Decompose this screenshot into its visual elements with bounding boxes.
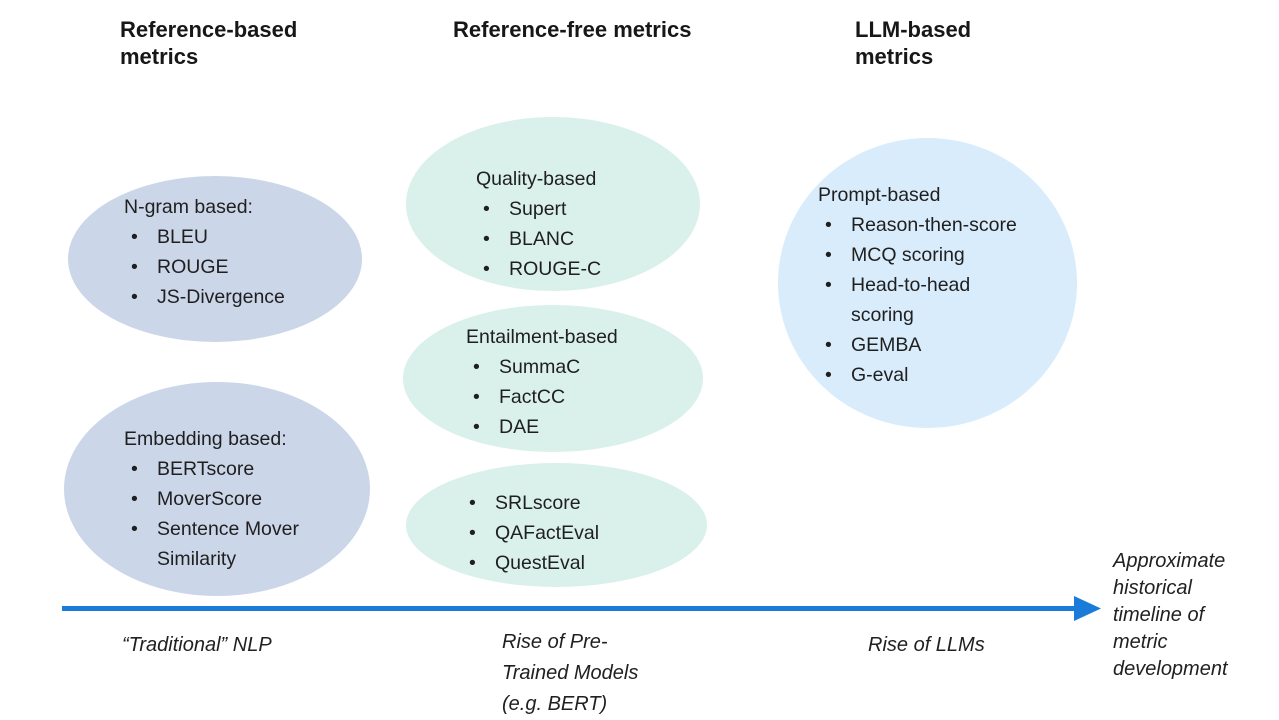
metric-item: JS-Divergence [124, 282, 354, 312]
group-entailment-based: Entailment-based SummaC FactCC DAE [466, 322, 696, 442]
metric-item: QAFactEval [462, 518, 692, 548]
arrow-line [62, 606, 1078, 611]
metric-list: BLEU ROUGE JS-Divergence [124, 222, 354, 312]
group-title: N-gram based: [124, 196, 253, 218]
metric-item: MCQ scoring [818, 240, 1058, 270]
metric-item: QuestEval [462, 548, 692, 578]
group-title: Entailment-based [466, 326, 618, 348]
metric-item: DAE [466, 412, 696, 442]
metric-list: BERTscore MoverScore Sentence Mover Simi… [124, 454, 370, 574]
metric-item: G-eval [818, 360, 1058, 390]
group-title: Prompt-based [818, 184, 941, 206]
metric-item: ROUGE [124, 252, 354, 282]
metric-item: MoverScore [124, 484, 370, 514]
era-label-rise-of-llms: Rise of LLMs [868, 634, 985, 656]
timeline-arrowhead-icon [1074, 596, 1101, 621]
group-embedding-based: Embedding based: BERTscore MoverScore Se… [124, 424, 370, 574]
metric-list: Reason-then-score MCQ scoring Head-to-he… [818, 210, 1058, 390]
group-title: Quality-based [476, 168, 597, 190]
metric-item: BERTscore [124, 454, 370, 484]
era-label-traditional-nlp: “Traditional” NLP [122, 634, 272, 656]
era-label-pretrained-models: Rise of Pre- Trained Models (e.g. BERT) [502, 631, 639, 715]
group-qa-based: SRLscore QAFactEval QuestEval [462, 488, 692, 578]
metric-item: SRLscore [462, 488, 692, 518]
metric-item: Head-to-head scoring [818, 270, 1058, 330]
group-prompt-based: Prompt-based Reason-then-score MCQ scori… [818, 180, 1058, 390]
metric-item: BLANC [476, 224, 696, 254]
metric-item: Supert [476, 194, 696, 224]
column-header-reference-based: Reference-based metrics [120, 17, 298, 69]
column-header-llm-based: LLM-based metrics [855, 17, 972, 69]
timeline-caption: Approximate historical timeline of metri… [1113, 550, 1228, 680]
metric-item: Sentence Mover Similarity [124, 514, 370, 574]
metric-item: Reason-then-score [818, 210, 1058, 240]
timeline-arrow [62, 596, 1101, 621]
group-ngram-based: N-gram based: BLEU ROUGE JS-Divergence [124, 192, 354, 312]
metric-item: GEMBA [818, 330, 1058, 360]
metric-item: BLEU [124, 222, 354, 252]
metric-item: FactCC [466, 382, 696, 412]
group-quality-based: Quality-based Supert BLANC ROUGE-C [476, 164, 696, 284]
group-title: Embedding based: [124, 428, 287, 450]
metric-list: SRLscore QAFactEval QuestEval [462, 488, 692, 578]
metric-list: SummaC FactCC DAE [466, 352, 696, 442]
metric-list: Supert BLANC ROUGE-C [476, 194, 696, 284]
column-header-reference-free: Reference-free metrics [453, 17, 692, 42]
metric-item: SummaC [466, 352, 696, 382]
metric-item: ROUGE-C [476, 254, 696, 284]
